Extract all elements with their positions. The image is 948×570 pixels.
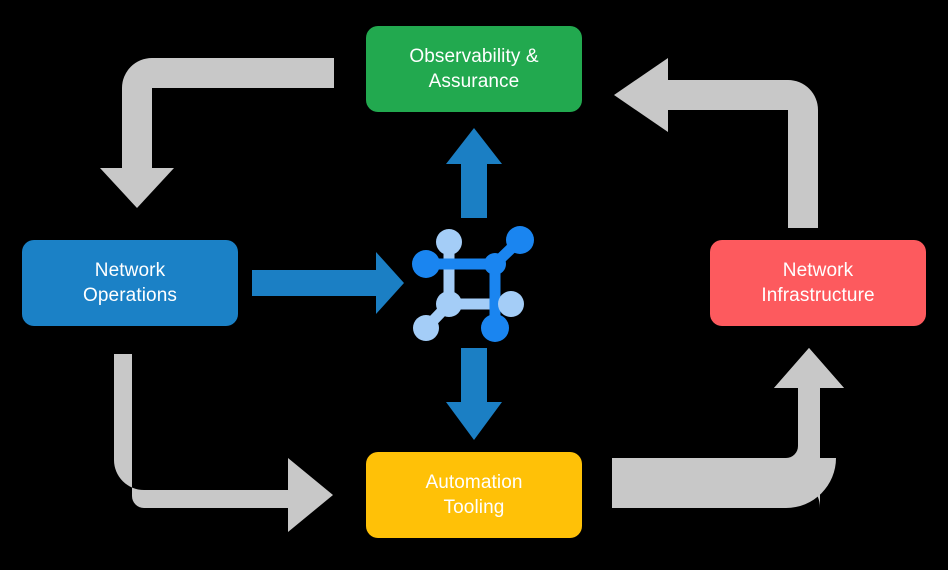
- node-automation-tooling-label: Automation Tooling: [425, 471, 523, 518]
- arrow-operations-to-center: [252, 252, 404, 314]
- node-automation-tooling[interactable]: Automation Tooling: [366, 452, 582, 538]
- node-observability-label: Observability & Assurance: [409, 45, 539, 92]
- node-observability-assurance[interactable]: Observability & Assurance: [366, 26, 582, 112]
- node-network-infrastructure-label: Network Infrastructure: [761, 259, 875, 306]
- mesh-dark-nodes: [412, 226, 534, 342]
- mesh-light-nodes: [413, 229, 524, 341]
- node-network-operations[interactable]: Network Operations: [22, 240, 238, 326]
- node-network-operations-label: Network Operations: [83, 259, 177, 306]
- arrow-infrastructure-to-observability: [614, 58, 818, 228]
- arrow-center-to-automation: [446, 348, 502, 440]
- arrow-center-to-observability: [446, 128, 502, 218]
- arrow-operations-to-automation: [114, 354, 333, 532]
- arrow-observability-to-operations: [100, 58, 334, 208]
- arrow-automation-to-infrastructure-body: [612, 348, 844, 508]
- node-network-infrastructure[interactable]: Network Infrastructure: [710, 240, 926, 326]
- network-mesh-icon: [412, 226, 534, 342]
